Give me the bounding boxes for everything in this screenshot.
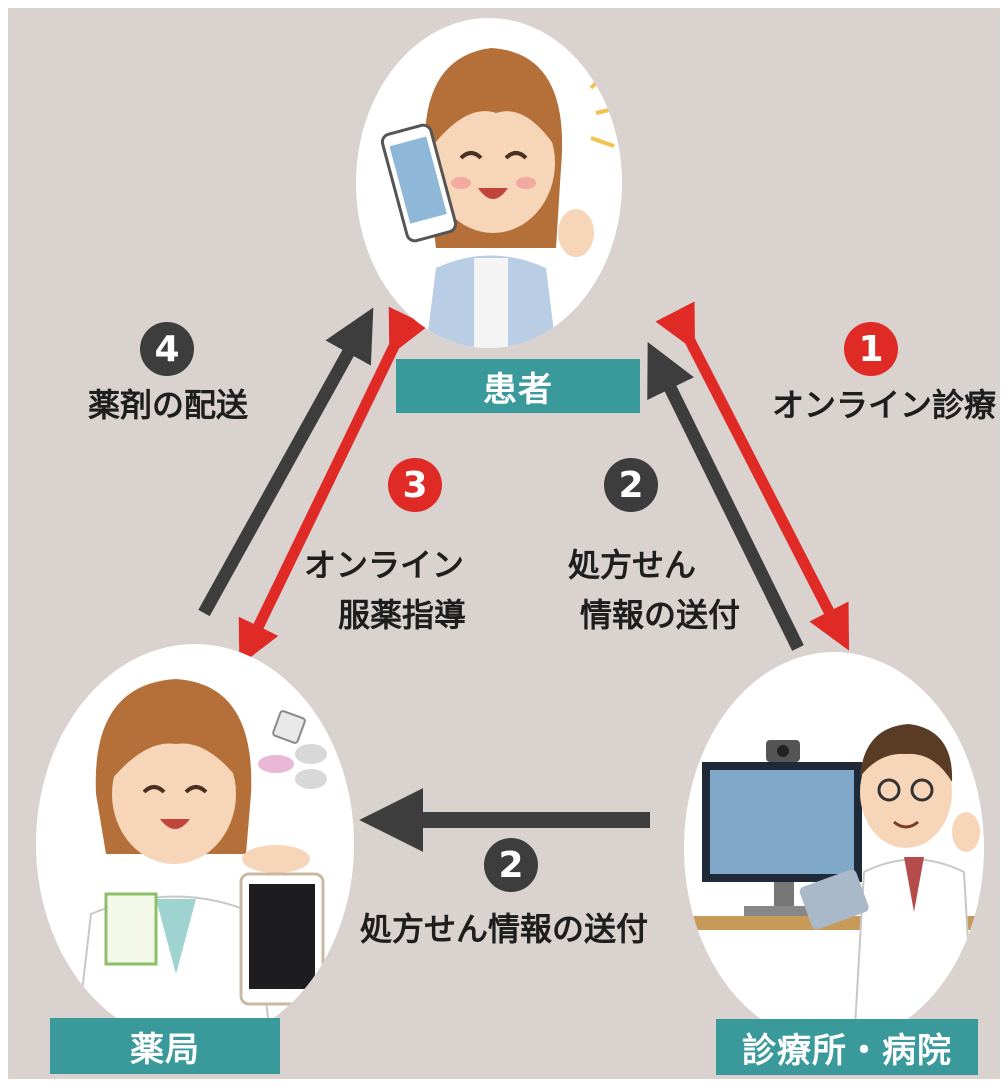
- step-1-text: オンライン診療: [772, 386, 997, 424]
- step-2-right-badge: 2: [604, 458, 658, 512]
- step-3-line1: オンライン: [304, 546, 465, 584]
- patient-circle: [356, 18, 622, 348]
- pharmacy-label: 薬局: [50, 1018, 280, 1074]
- clinic-circle: [684, 652, 984, 1044]
- step-2-right-line2: 情報の送付: [580, 596, 741, 634]
- arrow-online-consultation: [655, 301, 850, 651]
- step-2-right-line1: 処方せん: [568, 546, 697, 584]
- patient-illustration: [380, 48, 619, 348]
- clinic-label: 診療所・病院: [716, 1019, 978, 1075]
- step-3-badge: 3: [388, 458, 442, 512]
- doctor-illustration: [684, 724, 984, 1044]
- pharmacy-circle: [36, 644, 354, 1044]
- step-3-line2: 服薬指導: [338, 596, 467, 634]
- step-2-bottom-text: 処方せん情報の送付: [360, 910, 649, 948]
- diagram-canvas: 患者 薬局: [8, 8, 1000, 1079]
- step-2-bottom-badge: 2: [484, 838, 538, 892]
- patient-label: 患者: [396, 359, 640, 413]
- step-4-badge: 4: [140, 322, 194, 376]
- arrow-online-guidance: [238, 306, 429, 666]
- pharmacist-illustration: [74, 679, 327, 1044]
- step-1-badge: 1: [844, 322, 898, 376]
- step-4-text: 薬剤の配送: [88, 386, 249, 424]
- flow-arrows: [198, 301, 850, 852]
